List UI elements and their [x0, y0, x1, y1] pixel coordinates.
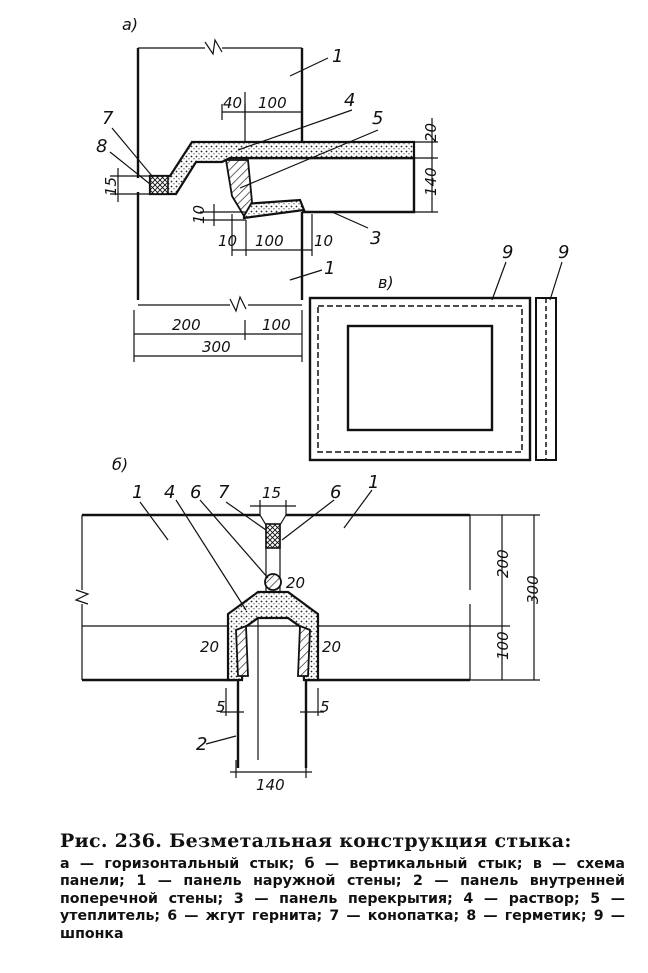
callout-a-1-top: 1 [332, 46, 343, 67]
callout-a-5: 5 [372, 108, 383, 129]
dim-b-5-right: 5 [320, 698, 330, 716]
mortar-key [226, 590, 320, 682]
gernite-cord [264, 573, 282, 591]
dim-a-40: 40 [223, 94, 242, 112]
view-a-horizontal-joint: а) 40 100 20 [96, 15, 440, 362]
callout-b-1-right: 1 [368, 472, 379, 493]
callout-b-1-left: 1 [132, 482, 143, 503]
dim-b-140: 140 [256, 776, 285, 794]
callout-a-7: 7 [102, 108, 114, 129]
caption-title: Рис. 236. Безметальная конструкция стыка… [60, 830, 572, 852]
dim-a-10-left: 10 [218, 232, 237, 250]
callout-b-7: 7 [218, 482, 230, 503]
mortar-bed [242, 198, 306, 220]
dim-a-100-mid: 100 [255, 232, 284, 250]
dim-b-20-right: 20 [322, 638, 341, 656]
view-b-label: б) [112, 455, 128, 474]
left-break-mark [74, 589, 90, 605]
cross-wall-faces [236, 680, 308, 768]
technical-drawing: а) 40 100 20 [74, 15, 569, 794]
view-v-panel-scheme: в) 9 9 [308, 242, 569, 462]
callout-a-1-bottom: 1 [324, 258, 335, 279]
view-b-vertical-joint: б) 15 20 20 20 5 5 140 200 [74, 455, 542, 794]
callout-a-3: 3 [370, 228, 381, 249]
dim-b-20-left: 20 [200, 638, 219, 656]
callout-b-6-right: 6 [330, 482, 341, 503]
dim-a-20: 20 [422, 123, 440, 142]
insulation-insert [224, 159, 253, 218]
dim-a-10-vertical: 10 [190, 205, 208, 224]
view-a-leader-lines [109, 57, 379, 281]
callout-b-6-left: 6 [190, 482, 201, 503]
callout-v-9-front: 9 [502, 242, 513, 263]
view-b-leader-lines [139, 489, 373, 745]
callout-v-9-side: 9 [558, 242, 569, 263]
dim-a-10-right: 10 [314, 232, 333, 250]
caption-legend: а — горизонтальный стык; б — вертикальны… [60, 856, 625, 942]
sealant-block [149, 175, 169, 195]
panel-window-opening [346, 324, 494, 432]
dim-b-300: 300 [524, 575, 542, 604]
callout-b-4: 4 [164, 482, 175, 503]
lower-break-mark [229, 295, 247, 313]
insulation-right [297, 624, 311, 677]
view-b-dimension-lines [220, 500, 540, 778]
dim-a-140: 140 [422, 167, 440, 196]
view-v-label: в) [378, 273, 394, 292]
dim-a-15: 15 [102, 177, 120, 196]
view-a-label: а) [122, 15, 138, 34]
dim-b-100: 100 [494, 631, 512, 660]
upper-break-mark [204, 38, 223, 56]
dim-b-5-left: 5 [216, 698, 226, 716]
panel-key-groove [317, 305, 523, 453]
view-v-leader-lines [491, 261, 563, 301]
dim-a-200: 200 [172, 316, 201, 334]
dim-b-15: 15 [262, 484, 281, 502]
callout-a-8: 8 [96, 136, 107, 157]
callout-b-2: 2 [196, 734, 207, 755]
figure-caption: Рис. 236. Безметальная конструкция стыка… [60, 830, 625, 943]
mortar-joint [148, 140, 416, 196]
panel-outline [308, 296, 532, 462]
dim-a-100-bottom: 100 [262, 316, 291, 334]
insulation-left [235, 624, 249, 677]
callout-a-4: 4 [344, 90, 355, 111]
dim-b-200: 200 [494, 549, 512, 578]
dim-a-100-top: 100 [258, 94, 287, 112]
caulking-block [265, 523, 281, 549]
view-a-dimension-lines [110, 104, 438, 362]
dim-b-20-top: 20 [286, 574, 305, 592]
dim-a-300: 300 [202, 338, 231, 356]
